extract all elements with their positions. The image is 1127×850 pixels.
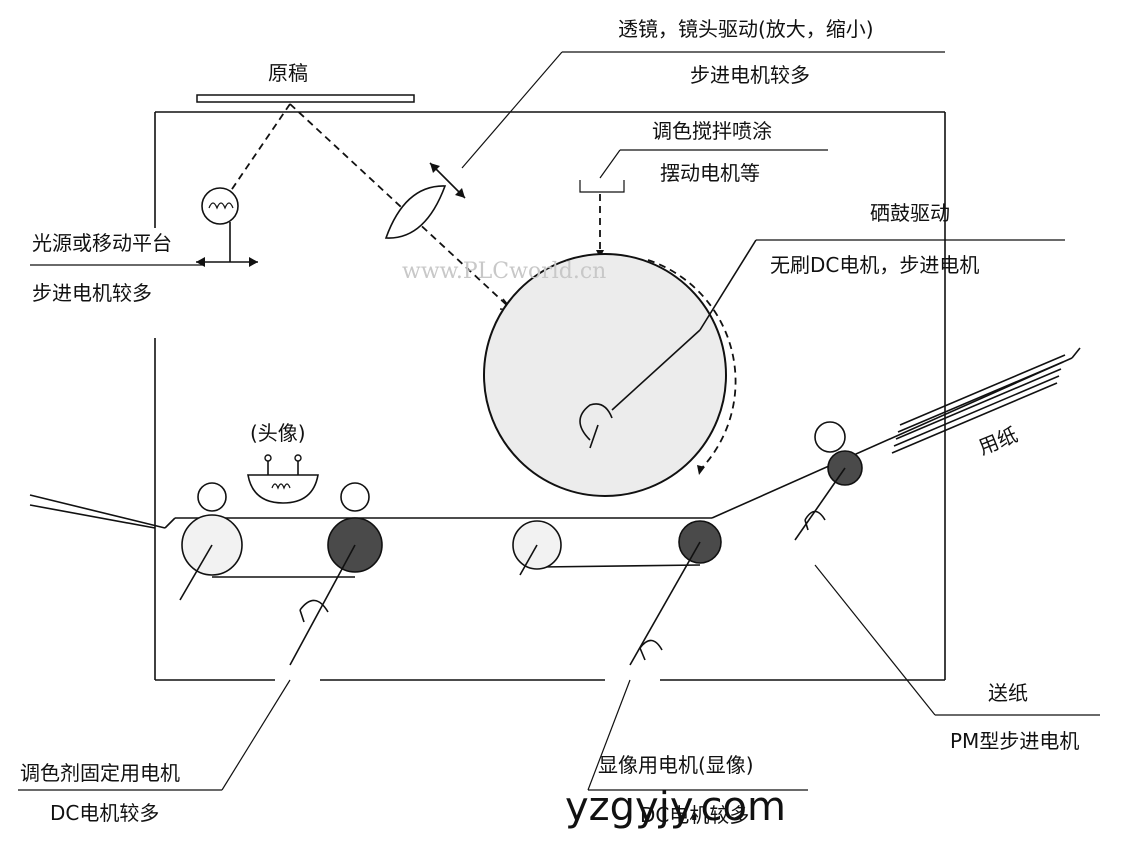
watermark-text: www.PLCworld.cn	[402, 259, 606, 284]
developing-roller-light	[512, 520, 562, 576]
toner-sprayer-icon	[579, 180, 625, 258]
heater-head-icon	[247, 454, 319, 504]
fixing-label-line1: 调色剂固定用电机	[20, 761, 180, 785]
fixing-label-line2: DC电机较多	[50, 801, 159, 825]
feed-leader-line	[814, 564, 936, 716]
paper-path	[29, 357, 1073, 578]
original-label: 原稿	[268, 61, 308, 85]
feed-label-line1: 送纸	[988, 681, 1028, 705]
lens-icon	[384, 162, 466, 239]
original-glass	[196, 94, 415, 103]
lens-leader-line	[461, 51, 563, 169]
drum-label-line2: 无刷DC电机，步进电机	[770, 253, 979, 277]
site-watermark: yzgyjy.com	[565, 784, 786, 830]
lens-label-line2: 步进电机较多	[690, 63, 810, 87]
drum-label-line1: 硒鼓驱动	[870, 201, 950, 225]
toner-label-line2: 摆动电机等	[660, 161, 760, 185]
developing-label-line2: DC电机较多	[640, 803, 749, 827]
paper-stack-icon	[891, 347, 1081, 454]
machine-frame	[154, 111, 946, 681]
developing-leader-line	[587, 679, 631, 791]
developing-label-line1: 显像用电机(显像)	[598, 753, 754, 777]
feed-roller-pair	[794, 421, 863, 541]
drum	[483, 239, 757, 497]
light-label-line2: 步进电机较多	[32, 281, 152, 305]
head-label: (头像)	[250, 421, 306, 445]
toner-leader-line	[599, 149, 621, 179]
fixing-roller-dark	[289, 482, 383, 666]
light-label-line1: 光源或移动平台	[32, 231, 172, 255]
fixing-roller-light	[179, 482, 243, 601]
fixing-leader-line	[221, 679, 291, 791]
paper-label: 用纸	[975, 422, 1021, 459]
developing-roller-dark	[629, 520, 722, 666]
lens-label-line1: 透镜，镜头驱动(放大，缩小)	[618, 17, 874, 41]
toner-label-line1: 调色搅拌喷涂	[652, 119, 772, 143]
light-source-icon	[196, 187, 258, 267]
feed-label-line2: PM型步进电机	[950, 729, 1079, 753]
